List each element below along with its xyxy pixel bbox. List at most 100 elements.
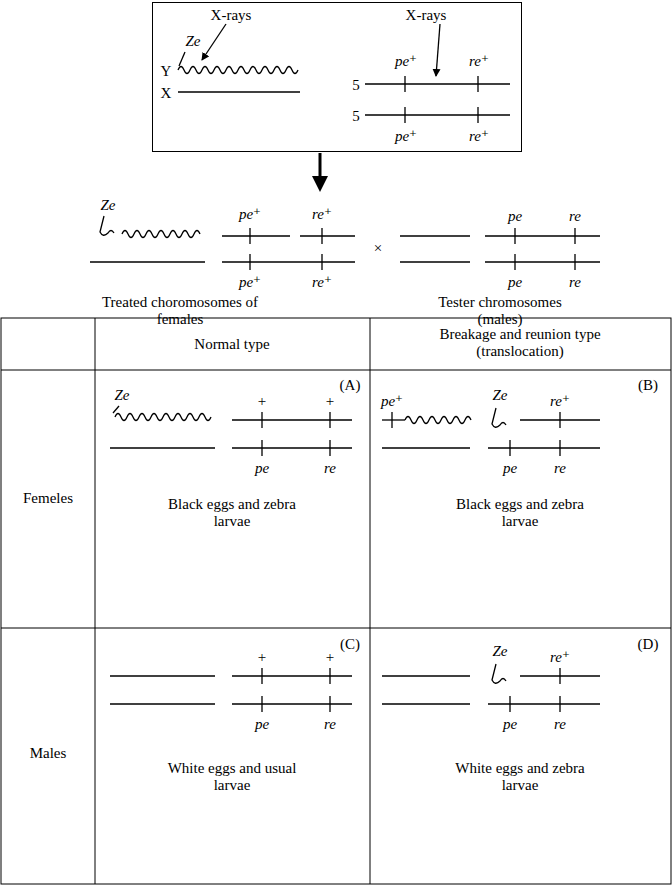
box-label: Ze [186,33,201,50]
diagram-label: re⁺ [312,206,332,223]
x-chromosome [382,703,470,704]
diagram-label: + [258,649,266,666]
diagram-label: Breakage and reunion type (translocation… [405,326,635,360]
locus-tick [514,228,515,244]
locus-tick [249,228,250,244]
chromosome-5 [232,703,352,704]
box-label: 5 [352,108,360,125]
y-chromosome [178,67,298,74]
chromosome-5-fragment [382,419,405,420]
chromosome-5 [485,261,600,262]
diagram-label: pe [255,460,269,477]
diagram-label: (A) [340,377,361,394]
box-label: pe⁺ [395,128,417,145]
diagram-label: re [569,208,581,225]
chromosome-5 [488,703,600,704]
locus-tick [509,696,510,712]
locus-tick [559,440,560,456]
xray-arrow [202,24,226,60]
locus-tick [559,696,560,712]
diagram-label: (D) [638,636,659,653]
diagram-label: + [258,393,266,410]
diagram-label: Males [30,745,67,762]
diagram-label: White eggs and usual larvae [157,760,307,794]
diagram-label: Ze [101,197,116,214]
diagram-label: pe [508,208,522,225]
box-label: X-rays [211,7,252,24]
locus-tick [514,254,515,270]
locus-tick [559,668,560,684]
diagram-label: Ze [493,643,508,660]
diagram-label: + [326,649,334,666]
table-grid [1,318,671,884]
chromosome-lines [90,24,600,712]
diagram-label: + [326,393,334,410]
x-chromosome [400,261,470,262]
x-chromosome [382,675,470,676]
diagram-label: re [324,460,336,477]
process-arrow [319,153,322,178]
locus-tick [509,440,510,456]
locus-tick [261,696,262,712]
locus-tick [329,412,330,428]
diagram-label: re [569,274,581,291]
table-rule [370,318,371,884]
locus-tick [574,228,575,244]
diagram-label: pe⁺ [381,393,403,410]
locus-tick [321,228,322,244]
diagram-label: pe⁺ [239,274,261,291]
locus-tick [404,76,405,92]
table-border [1,318,671,884]
chromosome-5 [222,261,355,262]
y-chromosome [115,414,211,421]
x-chromosome [382,447,470,448]
diagram-label: Femeles [23,490,73,507]
locus-tick [391,412,392,428]
locus-tick [261,440,262,456]
table-rule [95,318,96,884]
chromosome-5 [365,114,510,115]
diagram-label: pe [503,716,517,733]
ze-mark [113,406,119,413]
locus-tick [321,254,322,270]
table-rule [1,628,671,629]
locus-tick [249,254,250,270]
box-label: re⁺ [469,53,489,70]
locus-tick [261,668,262,684]
diagram-label: White eggs and zebra larvae [445,760,595,794]
diagram-label: pe [508,274,522,291]
box-label: Y [161,63,172,80]
x-chromosome [110,447,215,448]
ze-fragment [492,408,506,427]
ze-fragment [492,664,506,683]
x-chromosome [90,261,205,262]
y-chromosome [122,231,200,238]
treatment-box: X-raysX-raysZeYX55pe⁺re⁺pe⁺re⁺ [152,2,522,152]
y-chromosome [405,417,471,424]
x-chromosome [110,703,215,704]
box-label: X [161,85,172,102]
locus-tick [574,254,575,270]
diagram-label: Normal type [194,336,269,353]
diagram-label: re [554,460,566,477]
xray-arrow [436,24,440,76]
locus-tick [329,696,330,712]
chromosome-5 [232,675,352,676]
diagram-label: pe [503,460,517,477]
ze-fragment [100,216,114,235]
diagram-label: re [324,716,336,733]
locus-tick [559,412,560,428]
table-rule [1,370,671,371]
locus-tick [261,412,262,428]
diagram-label: pe [255,716,269,733]
x-chromosome [110,675,215,676]
chromosome-5 [365,83,510,84]
box-label: pe⁺ [395,53,417,70]
diagram-label: re⁺ [550,649,570,666]
diagram-label: × [374,240,382,257]
chromosome-5 [232,447,352,448]
diagram-label: Black eggs and zebra larvae [445,496,595,530]
diagram-label: Tester chromosomes (males) [430,294,570,328]
diagram-label: pe⁺ [239,206,261,223]
